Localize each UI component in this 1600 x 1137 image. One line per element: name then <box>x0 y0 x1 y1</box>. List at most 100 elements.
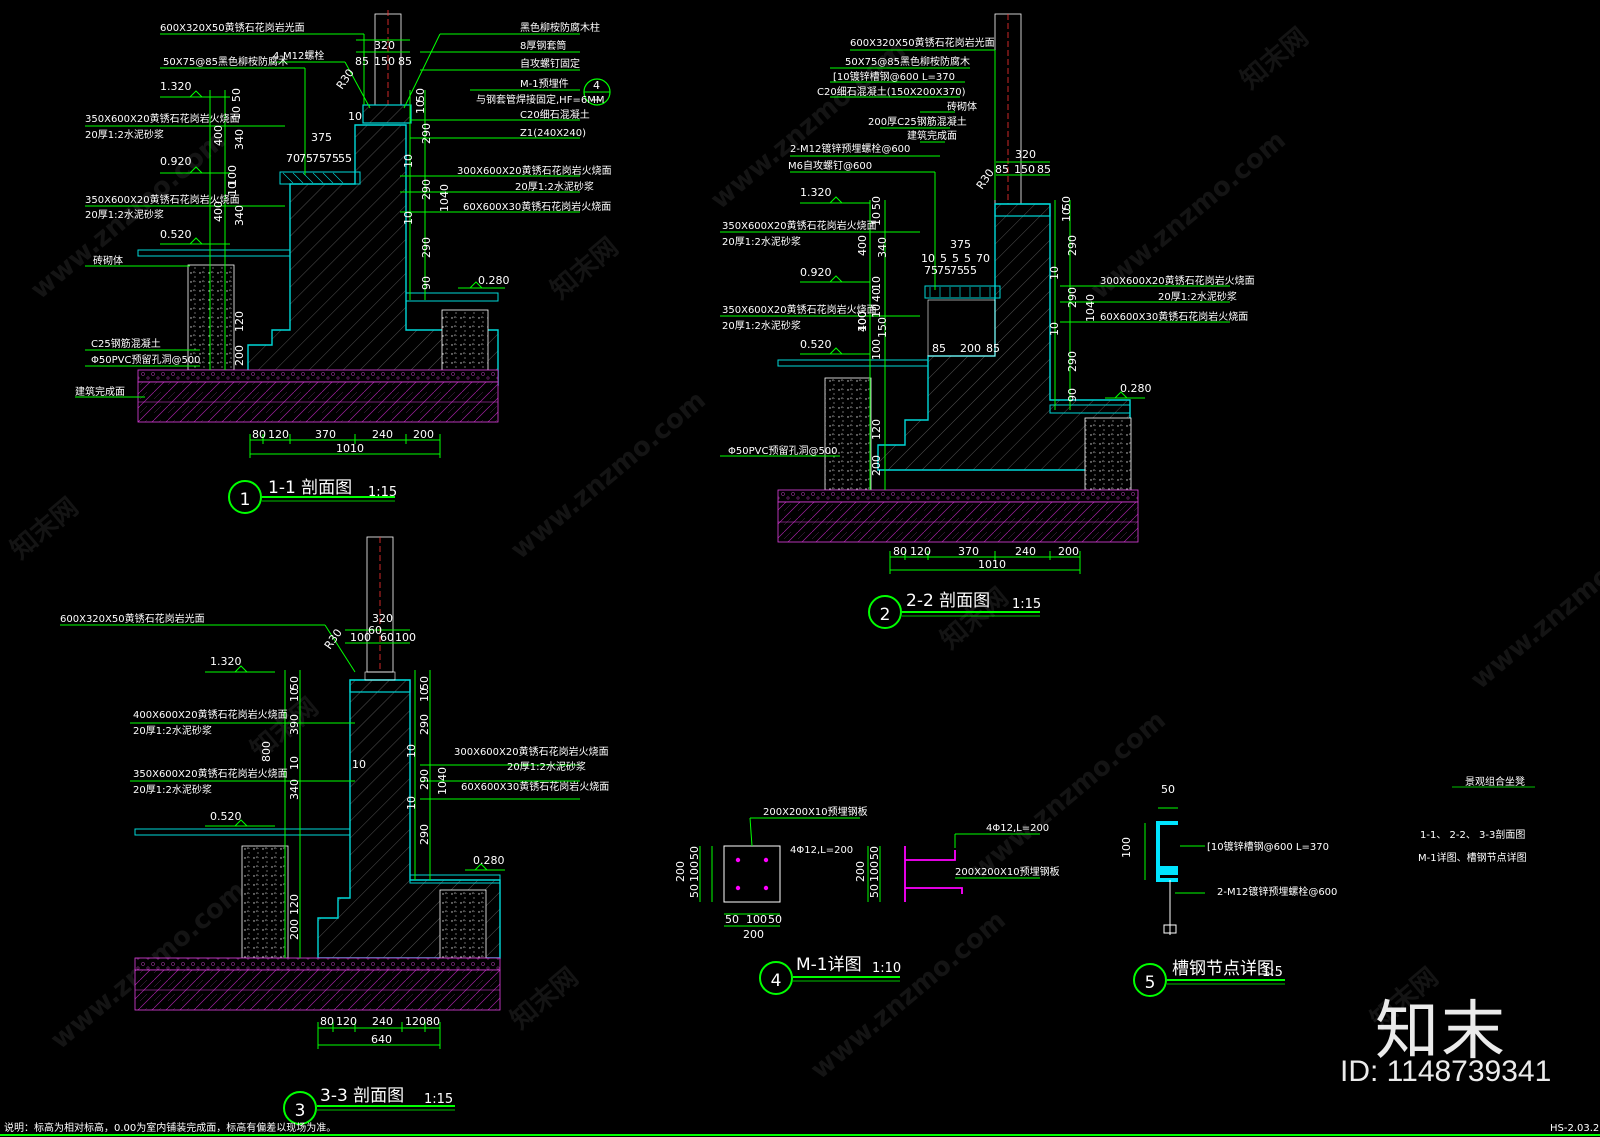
dimension-text: 340 <box>233 205 246 226</box>
diagonal-watermark: www.znzmo.com <box>1465 515 1600 695</box>
m1-detail-label: 4Φ12,L=200 <box>790 845 853 856</box>
detail-scale-5: 1:5 <box>1262 965 1283 980</box>
dimension-text: 1010 <box>336 442 364 455</box>
dimension-text: 80 <box>320 1015 334 1028</box>
dimension-text: 400 <box>212 201 225 222</box>
section-1-label: 砖砌体 <box>93 254 123 267</box>
dimension-text: 75 <box>937 264 951 277</box>
section-2-label: 300X600X20黄锈石花岗岩火烧面 <box>1100 274 1255 287</box>
dimension-text: 10 <box>405 796 418 810</box>
sheet-footnote: 说明：标高为相对标高，0.00为室内铺装完成面，标高有偏差以现场为准。 <box>4 1121 336 1134</box>
detail-channel-steel <box>1133 807 1285 997</box>
section-3-label: 400X600X20黄锈石花岗岩火烧面 <box>133 708 288 721</box>
dimension-text: 55 <box>338 152 352 165</box>
dimension-text: 40 <box>870 288 883 302</box>
dimension-text: 85 <box>355 55 369 68</box>
dimension-text: 100 <box>856 311 869 332</box>
dimension-text: 50 <box>1161 783 1175 796</box>
dimension-text: 200 <box>413 428 434 441</box>
section-1-1 <box>75 10 611 514</box>
dimension-text: 50 <box>688 884 701 898</box>
section-3-label: 350X600X20黄锈石花岗岩火烧面 <box>133 767 288 780</box>
dimension-text: 100 <box>350 631 371 644</box>
section-1-label: Z1(240X240) <box>520 128 586 139</box>
dimension-text: 340 <box>233 129 246 150</box>
section-1-label: C20细石混凝土 <box>520 108 590 121</box>
dimension-text: 200 <box>674 861 687 882</box>
dimension-text: 100 <box>870 339 883 360</box>
dimension-text: 10 <box>418 688 431 702</box>
dimension-text: 290 <box>418 824 431 845</box>
dimension-text: 400 <box>212 125 225 146</box>
section-1-label: 60X600X30黄锈石花岗岩火烧面 <box>463 200 611 213</box>
section-2-label: 350X600X20黄锈石花岗岩火烧面 <box>722 303 877 316</box>
dimension-text: 75 <box>312 152 326 165</box>
sheet-title-line-2: M-1详图、槽钢节点详图 <box>1418 851 1527 864</box>
section-scale-3: 1:15 <box>424 1092 453 1107</box>
dimension-text: 50 <box>418 676 431 690</box>
dimension-text: 10 <box>870 304 883 318</box>
dimension-text: 10 <box>402 154 415 168</box>
dimension-text: 320 <box>374 39 395 52</box>
dimension-text: 200 <box>960 342 981 355</box>
section-1-label: 20厚1:2水泥砂浆 <box>85 208 164 221</box>
section-1-label: C25钢筋混凝土 <box>91 337 161 350</box>
dimension-text: 1010 <box>978 558 1006 571</box>
dimension-text: 50 <box>868 884 881 898</box>
dimension-text: 50 <box>288 676 301 690</box>
radius-mark: R30 <box>974 167 997 192</box>
dimension-text: 50 <box>688 846 701 860</box>
diagonal-watermark: 知末网 <box>505 962 584 1035</box>
section-2-label: 20厚1:2水泥砂浆 <box>722 319 801 332</box>
dimension-text: 200 <box>743 928 764 941</box>
section-3-3 <box>60 536 580 1125</box>
sheet-small-note: 景观组合坐凳 <box>1465 775 1525 788</box>
section-2-label: 200厚C25钢筋混凝土 <box>868 115 967 128</box>
dimension-text: 240 <box>1015 545 1036 558</box>
elevation-mark: 0.520 <box>800 338 832 351</box>
dimension-text: 90 <box>1066 388 1079 402</box>
dimension-text: 5 <box>952 252 959 265</box>
dimension-text: 85 <box>1037 163 1051 176</box>
dimension-text: 120 <box>288 894 301 915</box>
dimension-text: 10 <box>1048 266 1061 280</box>
dimension-text: 85 <box>995 163 1009 176</box>
section-2-label: M6自攻螺钉@600 <box>788 159 872 172</box>
elevation-mark: 1.320 <box>160 80 192 93</box>
section-1-label: 8厚钢套筒 <box>520 39 566 52</box>
diagonal-watermark: 知末网 <box>5 492 84 565</box>
elevation-mark: 1.320 <box>210 655 242 668</box>
dimension-text: 370 <box>315 428 336 441</box>
section-2-2 <box>720 13 1230 629</box>
section-2-label: 20厚1:2水泥砂浆 <box>722 235 801 248</box>
dimension-text: 340 <box>288 779 301 800</box>
dimension-text: 290 <box>1066 351 1079 372</box>
section-1-label: 600X320X50黄锈石花岗岩光面 <box>160 21 305 34</box>
dimension-text: 50 <box>230 88 243 102</box>
dimension-text: 150 <box>374 55 395 68</box>
dimension-text: 375 <box>950 238 971 251</box>
dimension-text: 50 <box>725 913 739 926</box>
dimension-text: 10 <box>288 756 301 770</box>
diagonal-watermark: www.znzmo.com <box>505 385 711 565</box>
sheet-title-line-1: 1-1、 2-2、 3-3剖面图 <box>1420 828 1525 841</box>
elevation-mark: 0.920 <box>160 155 192 168</box>
section-scale-1: 1:15 <box>368 485 397 500</box>
dimension-text: 100 <box>746 913 767 926</box>
m1-detail-label: 200X200X10预埋钢板 <box>763 805 868 818</box>
dimension-text: 400 <box>856 311 869 332</box>
dimension-text: 390 <box>288 714 301 735</box>
m1-detail-label: 4Φ12,L=200 <box>986 823 1049 834</box>
section-title-1: 1-1 剖面图 <box>268 478 352 498</box>
dimension-text: 80 <box>893 545 907 558</box>
dimension-text: 200 <box>233 345 246 366</box>
dimension-text: 290 <box>418 714 431 735</box>
dimension-text: 290 <box>418 769 431 790</box>
section-3-label: 300X600X20黄锈石花岗岩火烧面 <box>454 745 609 758</box>
section-1-label: 4-M12螺栓 <box>273 49 324 62</box>
dimension-text: 75 <box>299 152 313 165</box>
dimension-text: 85 <box>398 55 412 68</box>
channel-detail-label: 2-M12镀锌预埋螺栓@600 <box>1217 885 1337 898</box>
dimension-text: 1040 <box>1084 294 1097 322</box>
